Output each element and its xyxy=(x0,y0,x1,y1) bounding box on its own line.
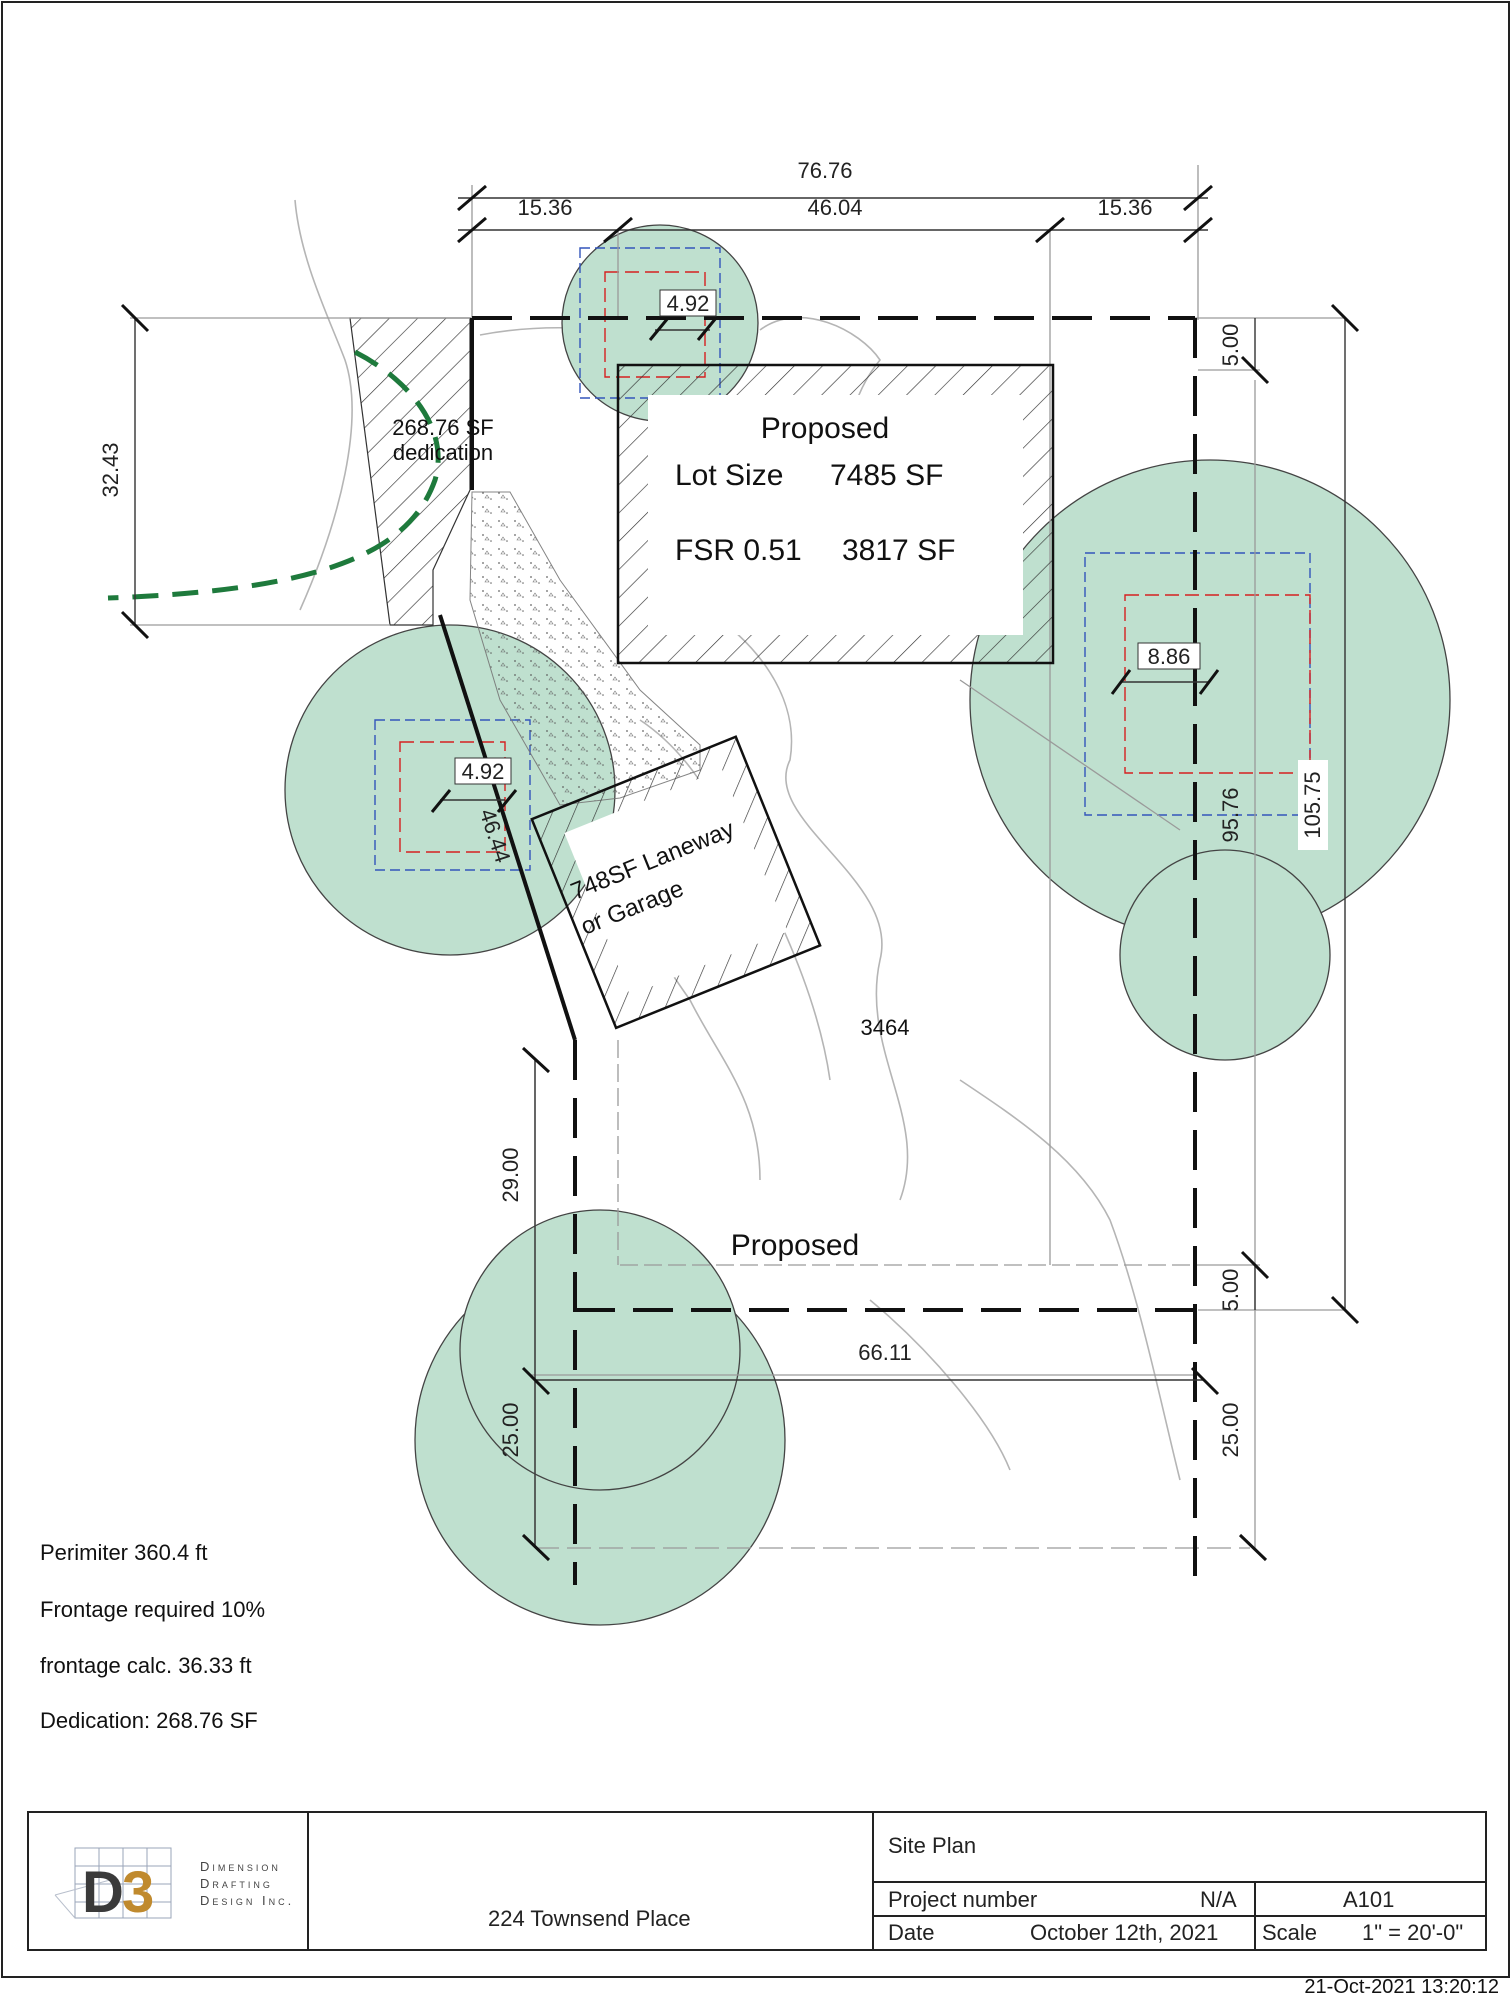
dim-right-inner-depth: 95.76 xyxy=(1218,787,1243,842)
company-line1: Dimension xyxy=(200,1859,281,1874)
dim-bottom-width: 66.11 xyxy=(858,1340,911,1365)
dedication-area xyxy=(349,317,471,626)
dedication-arc xyxy=(107,349,441,601)
area-value: 3464 xyxy=(861,1015,910,1040)
date-value: October 12th, 2021 xyxy=(1030,1920,1219,1945)
dim-left-setback-top: 15.36 xyxy=(517,195,572,220)
dim-left-rear-setback: 25.00 xyxy=(498,1402,523,1457)
logo-d: D xyxy=(82,1860,124,1925)
fsr-value: 3817 SF xyxy=(842,534,955,567)
print-timestamp: 21-Oct-2021 13:20:12 xyxy=(1304,1976,1499,1998)
company-logo: D 3 xyxy=(54,1847,172,1925)
fsr-label: FSR 0.51 xyxy=(675,534,802,567)
proposed-house xyxy=(616,363,1055,665)
dim-right-rear-setback: 25.00 xyxy=(1218,1402,1243,1457)
dedication-label-line1: 268.76 SF xyxy=(392,415,494,440)
dim-bottom-setback: 5.00 xyxy=(1218,1269,1243,1312)
dim-tree-top-radius: 4.92 xyxy=(667,291,710,316)
sheet-title: Site Plan xyxy=(888,1833,977,1858)
dim-tree-left-radius: 4.92 xyxy=(462,759,505,784)
dim-box-left-tree xyxy=(454,757,512,785)
dim-dedication-depth: 32.43 xyxy=(98,442,123,497)
dim-left-lower-depth: 29.00 xyxy=(498,1147,523,1202)
dim-top-setback: 5.00 xyxy=(1218,324,1243,367)
lot-size-value: 7485 SF xyxy=(830,459,943,492)
project-number-label: Project number xyxy=(888,1887,1038,1912)
property-boundary xyxy=(438,316,1197,1585)
dim-overall-width: 76.76 xyxy=(797,158,852,183)
dim-box-right-tree xyxy=(1137,642,1201,670)
dim-center-width: 46.04 xyxy=(807,195,862,220)
company-line2: Drafting xyxy=(200,1876,273,1891)
dim-right-setback-top: 15.36 xyxy=(1097,195,1152,220)
note-perimeter: Perimiter 360.4 ft xyxy=(40,1540,208,1565)
dim-tree-right-radius: 8.86 xyxy=(1148,644,1191,669)
dedication-label-line2: dedication xyxy=(393,440,493,465)
scale-value: 1" = 20'-0" xyxy=(1362,1920,1464,1945)
note-frontage-calc: frontage calc. 36.33 ft xyxy=(40,1653,252,1678)
sheet-number: A101 xyxy=(1343,1887,1395,1912)
title-block-frame xyxy=(27,1811,1487,1951)
project-address: 224 Townsend Place xyxy=(488,1906,691,1931)
dim-right-total-depth: 105.75 xyxy=(1300,771,1325,838)
company-name: Dimension Drafting Design Inc. xyxy=(200,1858,294,1909)
dimension-ticks xyxy=(120,184,1360,1562)
dim-box-top-tree xyxy=(659,289,717,317)
garage xyxy=(530,735,822,1030)
logo-3: 3 xyxy=(122,1860,154,1925)
lot-size-label: Lot Size xyxy=(675,459,783,492)
project-number-value: N/A xyxy=(1200,1887,1237,1912)
company-line3: Design Inc. xyxy=(200,1893,295,1908)
scale-label: Scale xyxy=(1262,1920,1318,1945)
house-title: Proposed xyxy=(761,412,889,445)
date-label: Date xyxy=(888,1920,935,1945)
note-frontage-required: Frontage required 10% xyxy=(40,1597,266,1622)
lower-title: Proposed xyxy=(731,1229,859,1262)
dimension-lines xyxy=(134,197,1346,1548)
dim-box-right-depth xyxy=(1298,760,1328,850)
note-dedication: Dedication: 268.76 SF xyxy=(40,1708,258,1733)
